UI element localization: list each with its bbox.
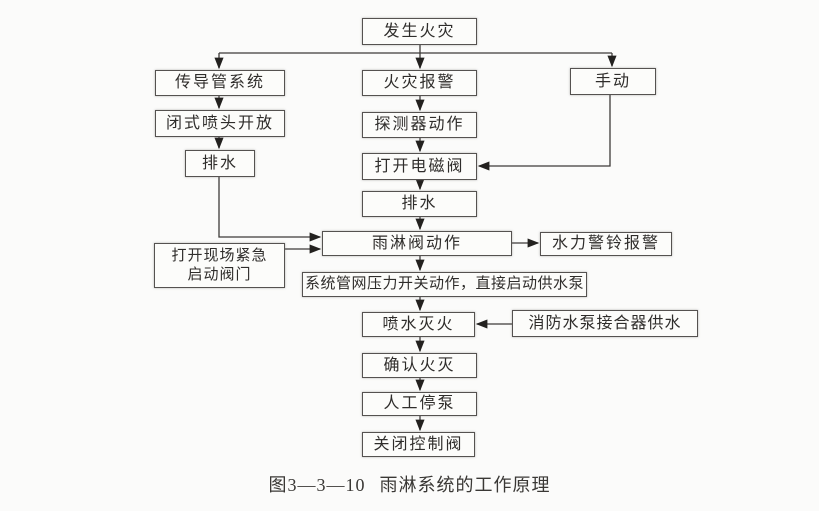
figure-title: 雨淋系统的工作原理: [379, 475, 551, 495]
node-manual-stop-pump: 人工停泵: [362, 392, 477, 416]
node-fire-occurs: 发生火灾: [362, 18, 477, 45]
emergency-valve-line2: 启动阀门: [187, 266, 252, 283]
node-confirm-fire-out: 确认火灭: [362, 353, 477, 378]
node-open-solenoid-valve: 打开电磁阀: [362, 153, 477, 180]
node-deluge-valve-action: 雨淋阀动作: [322, 231, 512, 256]
node-detector-action: 探测器动作: [362, 112, 477, 138]
node-drain-left: 排水: [185, 150, 255, 177]
emergency-valve-line1: 打开现场紧急: [171, 247, 268, 264]
figure-caption: 图3—3—10 雨淋系统的工作原理: [0, 471, 819, 497]
node-fire-alarm: 火灾报警: [362, 70, 477, 96]
node-conduction-pipe-system: 传导管系统: [155, 70, 285, 96]
node-hydraulic-bell-alarm: 水力警铃报警: [540, 232, 672, 256]
node-closed-sprinkler-open: 闭式喷头开放: [155, 110, 285, 137]
figure-number: 图3—3—10: [268, 475, 366, 495]
node-close-control-valve: 关闭控制阀: [362, 432, 475, 457]
node-spray-extinguish: 喷水灭火: [362, 312, 475, 337]
edge-manual-to-solenoid: [477, 95, 611, 171]
node-open-emergency-valve: 打开现场紧急 启动阀门: [154, 243, 285, 288]
edge-drainL-to-deluge: [218, 177, 322, 242]
node-pump-coupler-supply: 消防水泵接合器供水: [512, 310, 698, 337]
node-manual: 手动: [570, 68, 656, 95]
node-pressure-switch: 系统管网压力开关动作，直接启动供水泵: [302, 272, 587, 297]
node-drain-mid: 排水: [362, 191, 477, 217]
